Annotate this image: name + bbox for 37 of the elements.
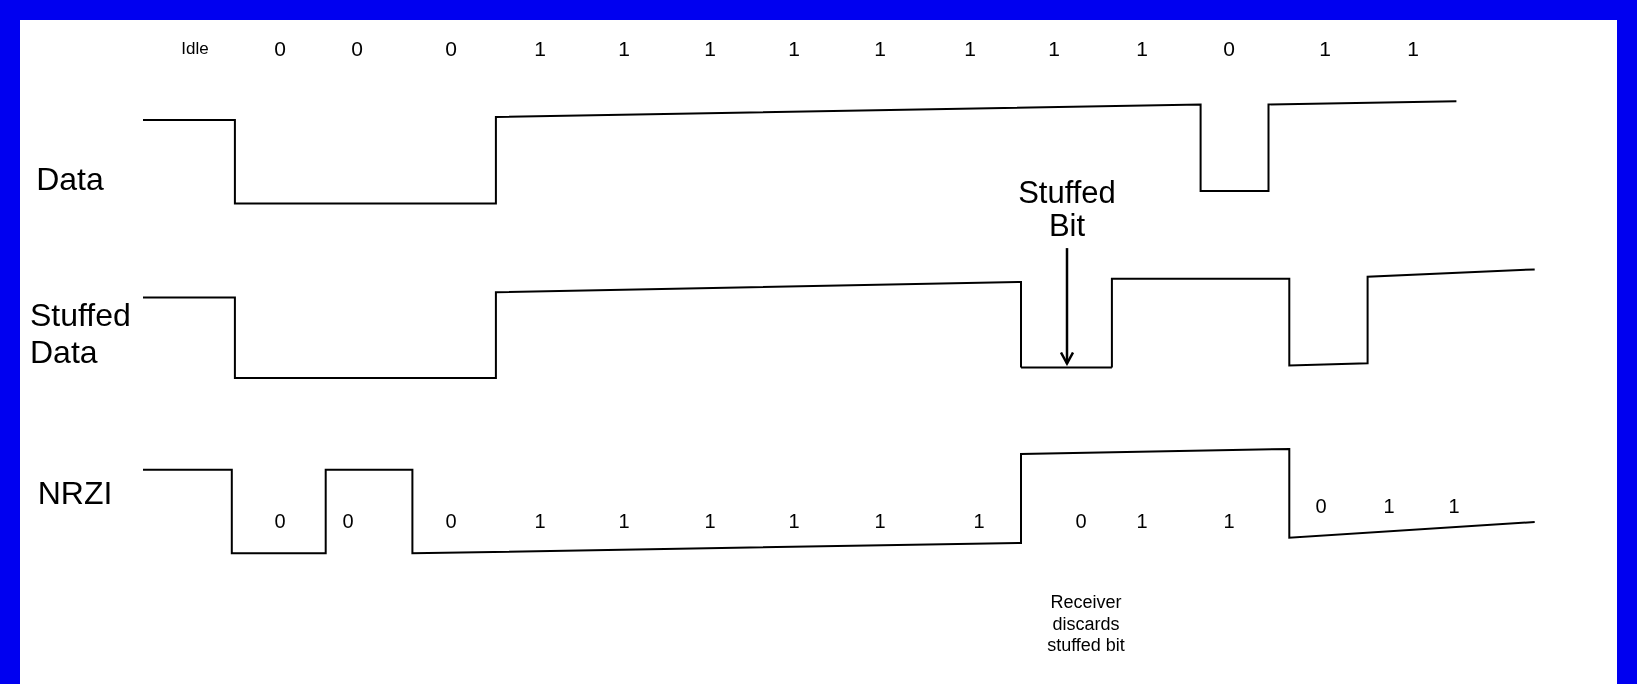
annotation-note: Receiver discards stuffed bit — [1046, 592, 1126, 657]
bit-value: 0 — [274, 38, 286, 59]
bit-value: 0 — [351, 38, 363, 59]
bit-value: 1 — [704, 38, 716, 59]
bit-value: 0 — [274, 511, 286, 531]
annotation-label: Stuffed Bit — [1007, 177, 1127, 243]
idle-label: Idle — [181, 40, 209, 57]
bit-value: 0 — [1315, 496, 1327, 516]
bit-value: 1 — [874, 38, 886, 59]
bit-value: 1 — [534, 38, 546, 59]
bit-value: 1 — [964, 38, 976, 59]
bit-value: 1 — [1136, 511, 1148, 531]
bit-value: 1 — [1319, 38, 1331, 59]
bit-value: 0 — [445, 38, 457, 59]
bit-value: 1 — [1048, 38, 1060, 59]
bit-value: 1 — [618, 511, 630, 531]
bit-value: 1 — [618, 38, 630, 59]
bit-value: 1 — [973, 511, 985, 531]
bit-value: 1 — [788, 511, 800, 531]
bit-value: 1 — [704, 511, 716, 531]
bit-value: 0 — [1223, 38, 1235, 59]
signal-name: NRZI — [37, 477, 113, 509]
bit-value: 0 — [1075, 511, 1087, 531]
bit-value: 1 — [1136, 38, 1148, 59]
bit-value: 0 — [342, 511, 354, 531]
signal-name: Data — [36, 163, 104, 195]
bit-value: 1 — [788, 38, 800, 59]
bit-value: 1 — [1383, 496, 1395, 516]
bit-value: 1 — [874, 511, 886, 531]
bit-value: 0 — [445, 511, 457, 531]
bit-value: 1 — [1223, 511, 1235, 531]
bit-value: 1 — [534, 511, 546, 531]
pointer-arrow — [1059, 248, 1075, 365]
bit-value: 1 — [1407, 38, 1419, 59]
signal-name: Stuffed Data — [30, 297, 132, 371]
stuffed-bit-pulse — [1020, 366, 1113, 369]
bit-value: 1 — [1448, 496, 1460, 516]
